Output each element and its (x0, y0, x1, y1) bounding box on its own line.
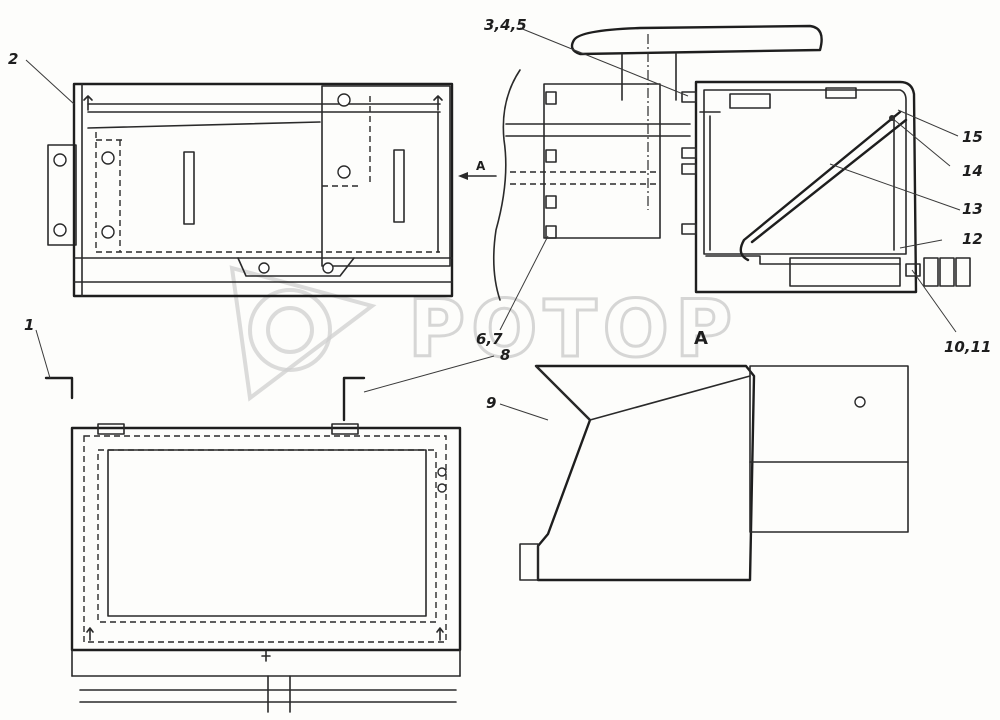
side-hole (437, 483, 447, 493)
latch-plate (955, 257, 971, 287)
diagonal-strap-edge (750, 118, 908, 244)
clamp-bolt (322, 262, 334, 274)
callouts: 2 3,4,5 6,7 1 8 9 10,11 12 13 14 15 (8, 16, 991, 412)
nut (545, 225, 557, 239)
cover-fold (535, 365, 591, 421)
watermark: POTOP (229, 265, 738, 402)
box-body (694, 80, 918, 294)
leader-9 (499, 403, 549, 421)
hidden-outline (83, 435, 447, 643)
box-base (789, 257, 901, 287)
callout-345: 3,4,5 (484, 16, 527, 34)
hook (83, 95, 93, 111)
top-rail-2 (87, 121, 321, 129)
bolt-hole (101, 225, 115, 239)
callout-15: 15 (962, 128, 983, 146)
side-hole (437, 467, 447, 477)
nut (545, 195, 557, 209)
leader-1011 (911, 269, 957, 333)
latch-plate (939, 257, 955, 287)
watermark-text: POTOP (408, 285, 738, 375)
lower-left-view (44, 376, 462, 713)
watermark-logo-ring (248, 288, 332, 372)
leader-2 (25, 59, 75, 105)
diagonal-strap (739, 110, 902, 262)
callout-14: 14 (962, 162, 983, 180)
callout-12: 12 (962, 230, 983, 248)
lower-right-view (519, 364, 909, 582)
top-left-view: A (47, 82, 497, 298)
leader-8 (363, 355, 495, 393)
bottom-hook (436, 627, 444, 641)
bolt-3 (681, 91, 697, 103)
lid-hinge (729, 93, 771, 109)
callout-9: 9 (486, 394, 496, 412)
front-panel (107, 449, 427, 617)
bolt-6 (681, 223, 697, 235)
watermark-logo-inner (266, 306, 314, 354)
latch-nut (905, 263, 921, 277)
right-box (321, 85, 451, 267)
callout-1011: 10,11 (944, 338, 991, 356)
handle-left (44, 376, 74, 400)
callout-1: 1 (24, 316, 34, 334)
frame-outline (72, 82, 454, 298)
bolt-5 (681, 163, 697, 175)
leader-13 (829, 163, 961, 211)
front-frame (70, 426, 462, 652)
bottom-clamp (237, 257, 355, 277)
leader-1 (35, 329, 51, 379)
view-arrow-label: A (476, 159, 486, 173)
nut (545, 91, 557, 105)
leader-67 (499, 235, 549, 331)
bracket-hole (53, 223, 67, 237)
box-floor (705, 255, 901, 265)
clamp-bolt (258, 262, 270, 274)
center-mark-icon (261, 650, 271, 662)
bolt-4 (681, 147, 697, 159)
seat-cushion (570, 24, 823, 56)
watermark-logo-icon (229, 265, 377, 402)
slot (393, 149, 405, 223)
arrow-head-icon (458, 172, 468, 180)
leader-345 (519, 27, 689, 97)
latch-plate (923, 257, 939, 287)
leader-15 (897, 109, 959, 137)
left-bracket (47, 144, 77, 246)
slot (183, 151, 195, 225)
nut (545, 149, 557, 163)
lid-hinge (825, 87, 857, 99)
bottom-hook (86, 627, 94, 641)
bolt-hole (337, 93, 351, 107)
callout-67: 6,7 (476, 330, 503, 348)
section-label: A (694, 328, 708, 349)
top-clip (97, 423, 125, 435)
callout-13: 13 (962, 200, 983, 218)
wall-plate (543, 83, 661, 239)
box-inner (703, 89, 907, 255)
bracket-hole (53, 153, 67, 167)
top-clip (331, 423, 359, 435)
handle-right (342, 376, 366, 422)
top-right-view: A (492, 24, 971, 349)
leader-12 (899, 239, 943, 249)
cover-fold (589, 375, 751, 421)
hook (433, 95, 443, 111)
bolt-hole (101, 151, 115, 165)
leader-lines (25, 27, 961, 421)
bolt-hole (337, 165, 351, 179)
callout-8: 8 (500, 346, 510, 364)
cover-tab (519, 543, 539, 581)
leader-14 (891, 117, 951, 167)
callout-2: 2 (8, 50, 18, 68)
hidden-outline (97, 449, 437, 623)
rear-plate-hole (854, 396, 866, 408)
rear-plate (749, 365, 909, 533)
wall-break-line (492, 69, 521, 301)
